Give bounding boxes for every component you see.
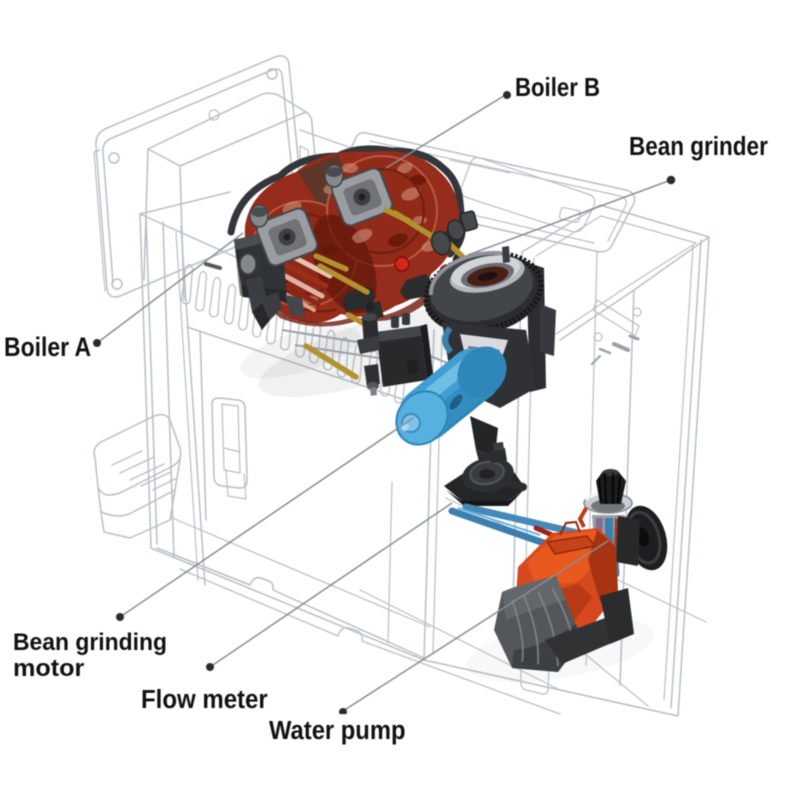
svg-text:Boiler B: Boiler B — [515, 73, 600, 102]
svg-text:motor: motor — [13, 656, 85, 682]
svg-text:Flow meter: Flow meter — [141, 685, 268, 714]
svg-text:Bean grinder: Bean grinder — [629, 133, 768, 162]
svg-text:Bean grinding: Bean grinding — [13, 629, 167, 656]
svg-text:Water pump: Water pump — [269, 716, 406, 745]
svg-text:Boiler A: Boiler A — [4, 332, 91, 362]
